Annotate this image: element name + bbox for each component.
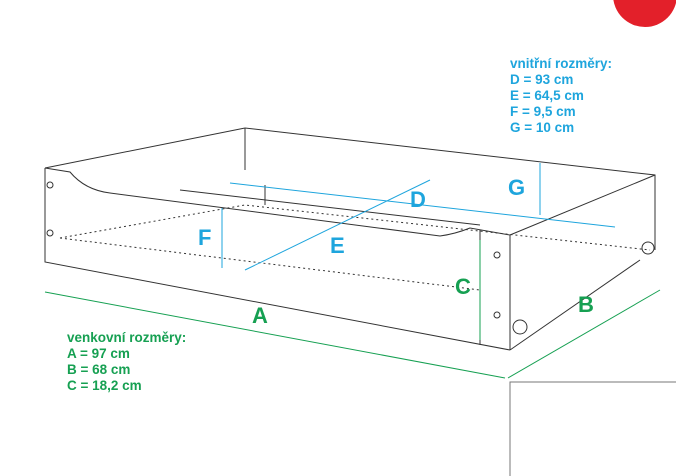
inner-d: D = 93 cm [510, 72, 574, 87]
inner-f: F = 9,5 cm [510, 104, 576, 119]
inner-e: E = 64,5 cm [510, 88, 584, 103]
drawer-outline [44, 127, 656, 351]
outer-a: A = 97 cm [67, 346, 130, 361]
label-d: D [410, 187, 426, 212]
inner-dimensions: vnitřní rozměry: D = 93 cm E = 64,5 cm F… [510, 56, 612, 136]
label-c: C [455, 274, 471, 299]
label-f: F [198, 225, 212, 250]
label-g: G [508, 175, 526, 200]
outer-title: venkovní rozměry: [67, 330, 187, 345]
outer-b: B = 68 cm [67, 362, 131, 377]
outer-dimensions: venkovní rozměry: A = 97 cm B = 68 cm C … [67, 330, 186, 394]
label-e: E [330, 233, 345, 258]
label-b: B [578, 292, 594, 317]
outer-c: C = 18,2 cm [67, 378, 142, 393]
red-badge [613, 0, 676, 27]
outer-dimension-lines [44, 240, 661, 379]
inner-dimension-lines [221, 163, 616, 271]
inner-g: G = 10 cm [510, 120, 575, 135]
inset-box [509, 381, 676, 476]
label-a: A [252, 303, 268, 328]
inner-title: vnitřní rozměry: [510, 56, 613, 71]
